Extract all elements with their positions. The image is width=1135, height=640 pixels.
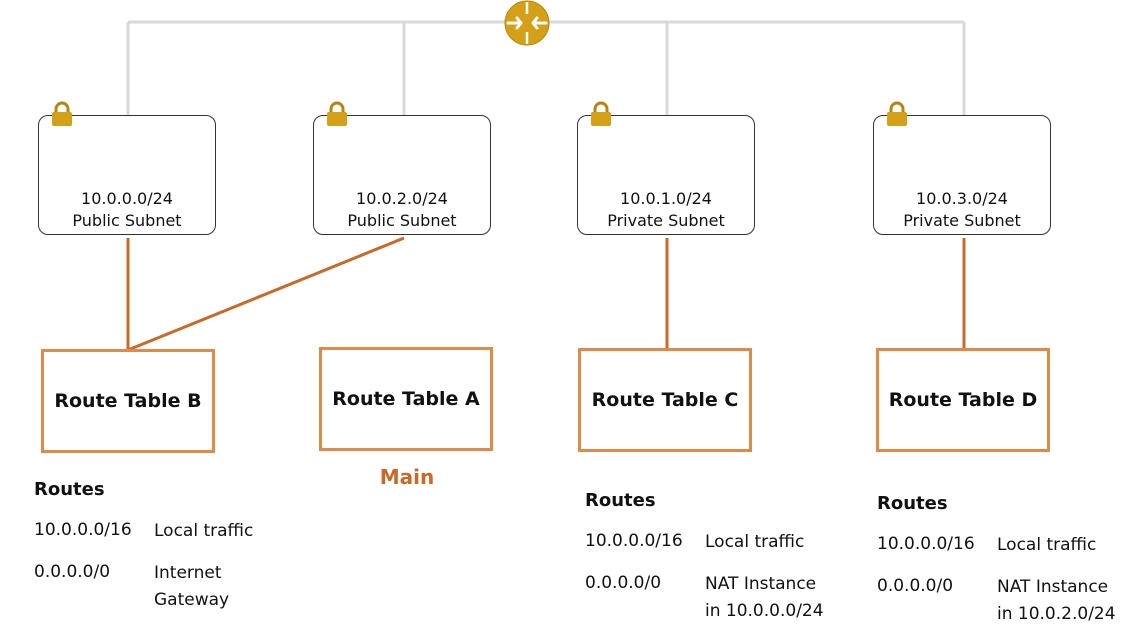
routes-list-table-d: Routes 10.0.0.0/16 Local traffic 0.0.0.0… xyxy=(877,492,1116,624)
route-target: Internet Gateway xyxy=(154,560,294,614)
route-entry: 10.0.0.0/16 Local traffic xyxy=(585,529,804,571)
route-entry: 0.0.0.0/0 Internet Gateway xyxy=(34,560,229,610)
subnet-box-1: 10.0.0.0/24 Public Subnet xyxy=(38,115,216,235)
lock-icon xyxy=(327,101,347,126)
subnet-cidr: 10.0.3.0/24 xyxy=(916,189,1008,208)
route-target-line: in 10.0.0.0/24 xyxy=(705,601,824,621)
subnet-box-3: 10.0.1.0/24 Private Subnet xyxy=(577,115,755,235)
route-target-line: in 10.0.2.0/24 xyxy=(997,604,1116,624)
route-target-line: Gateway xyxy=(154,590,230,610)
route-target: NAT Instance in 10.0.0.0/24 xyxy=(705,571,845,625)
subnet-cidr: 10.0.0.0/24 xyxy=(81,189,173,208)
route-target-line: Local traffic xyxy=(154,521,254,541)
lock-icon xyxy=(591,101,611,126)
routes-list-table-c: Routes 10.0.0.0/16 Local traffic 0.0.0.0… xyxy=(585,489,824,621)
router-icon xyxy=(504,0,550,46)
subnet-type: Public Subnet xyxy=(347,211,457,230)
route-target: Local traffic xyxy=(154,518,294,545)
route-table-d: Route Table D xyxy=(876,348,1050,452)
routes-list-table-b: Routes 10.0.0.0/16 Local traffic 0.0.0.0… xyxy=(34,478,253,610)
association-subnet-2-table-b xyxy=(127,236,405,352)
subnet-type: Private Subnet xyxy=(903,211,1021,230)
route-table-c: Route Table C xyxy=(578,348,752,452)
route-target-line: NAT Instance xyxy=(997,577,1109,597)
main-table-label: Main xyxy=(379,465,435,489)
route-destination: 10.0.0.0/16 xyxy=(877,534,975,554)
subnet-cidr: 10.0.2.0/24 xyxy=(356,189,448,208)
route-entry: 0.0.0.0/0 NAT Instance in 10.0.2.0/24 xyxy=(877,574,1116,624)
lock-icon xyxy=(52,101,72,126)
route-destination: 0.0.0.0/0 xyxy=(34,562,111,582)
route-target-line: Local traffic xyxy=(997,535,1097,555)
route-target-line: NAT Instance xyxy=(705,574,817,594)
route-destination: 0.0.0.0/0 xyxy=(585,573,662,593)
route-destination: 10.0.0.0/16 xyxy=(34,520,132,540)
route-table-a: Route Table A xyxy=(319,347,493,451)
subnet-box-4: 10.0.3.0/24 Private Subnet xyxy=(873,115,1051,235)
subnet-type: Public Subnet xyxy=(72,211,182,230)
subnet-cidr: 10.0.1.0/24 xyxy=(620,189,712,208)
route-table-name: Route Table C xyxy=(591,389,739,411)
route-table-name: Route Table A xyxy=(332,388,480,410)
subnet-box-2: 10.0.2.0/24 Public Subnet xyxy=(313,115,491,235)
route-entry: 0.0.0.0/0 NAT Instance in 10.0.0.0/24 xyxy=(585,571,824,621)
routes-heading: Routes xyxy=(877,493,948,514)
route-table-name: Route Table D xyxy=(888,389,1038,411)
route-table-name: Route Table B xyxy=(54,390,202,412)
route-target-line: Internet xyxy=(154,563,222,583)
route-destination: 0.0.0.0/0 xyxy=(877,576,954,596)
route-target-line: Local traffic xyxy=(705,532,805,552)
routes-heading: Routes xyxy=(585,490,656,511)
lock-icon xyxy=(887,101,907,126)
route-entry: 10.0.0.0/16 Local traffic xyxy=(34,518,253,560)
route-target: Local traffic xyxy=(705,529,845,556)
subnet-type: Private Subnet xyxy=(607,211,725,230)
route-target: Local traffic xyxy=(997,532,1135,559)
routes-heading: Routes xyxy=(34,479,105,500)
route-table-b: Route Table B xyxy=(41,349,215,453)
route-entry: 10.0.0.0/16 Local traffic xyxy=(877,532,1096,574)
route-destination: 10.0.0.0/16 xyxy=(585,531,683,551)
route-target: NAT Instance in 10.0.2.0/24 xyxy=(997,574,1135,628)
